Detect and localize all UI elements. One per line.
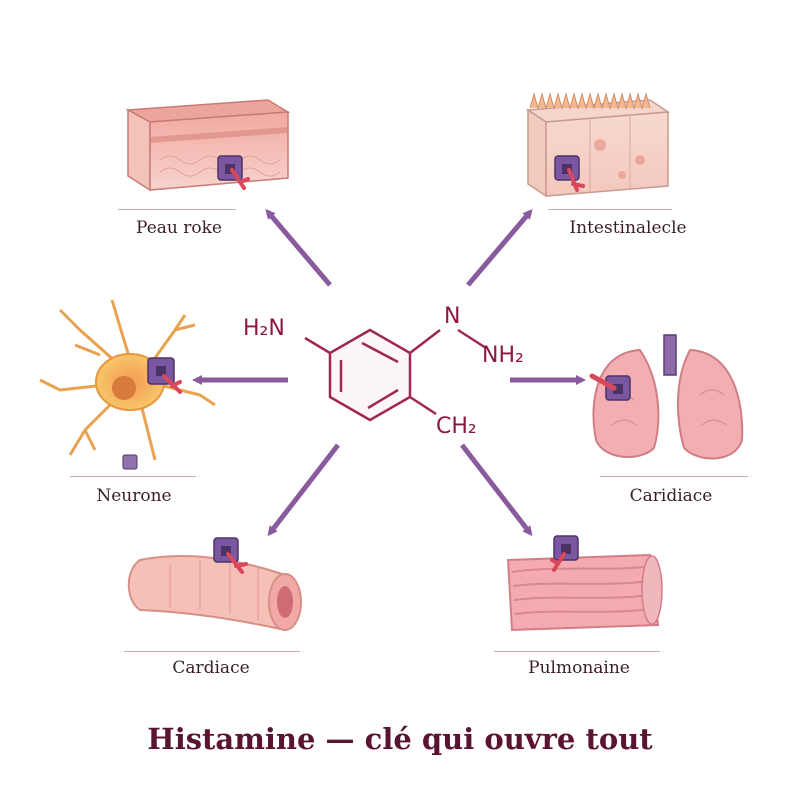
label-lung: Caridiace [629,486,713,506]
page-title: Histamine — clé qui ouvre tout [147,722,653,756]
neuron [39,299,216,461]
arrow-to-intestinal [466,208,533,287]
divider [600,476,748,477]
receptors [122,155,631,574]
divider [118,209,236,210]
arrow-to-skin [265,208,332,287]
receptor-neuron-small [122,454,138,470]
blood-vessel [127,555,302,632]
histamine-molecule [304,328,487,422]
receptor-muscle [550,535,579,572]
receptor-neuron [147,357,182,394]
amine-group-label: H₂N [243,316,285,341]
receptor-lung [589,373,631,401]
receptor-skin [217,155,250,190]
intestinal-tissue [525,92,671,198]
label-vessel: Cardiace [172,658,250,678]
divider [70,476,196,477]
ch2-group-label: CH₂ [436,414,477,439]
divider [494,651,660,652]
receptor-intestinal [554,155,585,192]
receptor-vessel [213,537,248,574]
arrows [192,208,586,537]
divider [548,209,672,210]
nh2-group-label: NH₂ [482,343,524,368]
divider [124,651,300,652]
label-neuron: Neurone [96,486,172,506]
nitrogen-label: N [444,304,461,329]
label-muscle: Pulmonaine [528,658,630,678]
skin-tissue [125,99,291,192]
label-skin: Peau roke [136,218,222,238]
muscle-tissue [506,553,663,632]
label-intestinal: Intestinalecle [569,218,687,238]
arrow-to-muscle [460,443,533,537]
arrow-to-vessel [267,443,340,537]
